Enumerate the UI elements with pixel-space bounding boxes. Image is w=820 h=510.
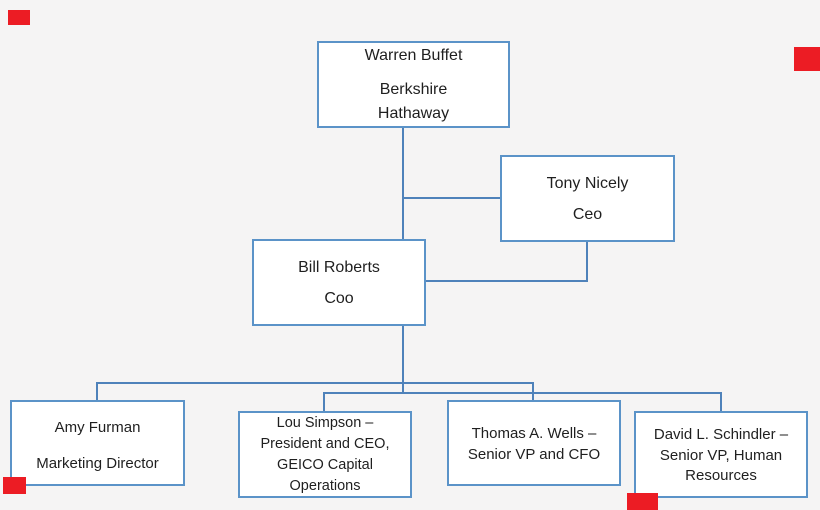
red-watermark-bottom-left [3,477,26,494]
org-node-amy-furman: Amy Furman Marketing Director [10,400,185,486]
org-node-david-schindler: David L. Schindler – Senior VP, Human Re… [634,411,808,498]
org-node-tony-nicely: Tony Nicely Ceo [500,155,675,242]
org-node-warren-buffet: Warren Buffet Berkshire Hathaway [317,41,510,128]
person-title: Marketing Director [36,454,159,472]
connector-david-drop-vertical [720,392,722,412]
person-name: Thomas A. Wells – [471,425,597,442]
red-watermark-bottom-right [627,493,658,510]
person-title-line2: Resources [685,467,757,485]
person-name: Warren Buffet [364,47,463,64]
person-title-line1: President and CEO, [260,435,390,452]
person-org-line1: Berkshire [379,81,448,98]
connector-main-distribution-line [96,382,534,384]
connector-tony-to-bill-horizontal [426,280,588,282]
person-name: Tony Nicely [546,174,629,192]
person-name: Lou Simpson – [276,414,374,431]
connector-secondary-distribution-line [323,392,722,394]
connector-tony-drop-vertical [586,242,588,282]
person-name: David L. Schindler – [653,426,789,444]
red-watermark-top-right [794,47,820,71]
person-org-line2: Hathaway [377,105,450,122]
person-title: Coo [324,289,354,307]
org-node-lou-simpson: Lou Simpson – President and CEO, GEICO C… [238,411,412,498]
person-title-line3: Operations [289,477,361,494]
person-name: Bill Roberts [298,258,380,276]
connector-warren-to-bill-vertical [402,128,404,239]
person-name: Amy Furman [54,418,141,436]
connector-amy-drop-vertical [96,382,98,401]
org-node-bill-roberts: Bill Roberts Coo [252,239,426,326]
connector-thomas-drop-vertical [532,382,534,401]
connector-bill-drop-vertical [402,326,404,394]
connector-lou-drop-vertical [323,392,325,412]
red-watermark-top-left [8,10,30,25]
connector-warren-to-tony-horizontal [403,197,500,199]
person-title: Senior VP and CFO [467,446,601,463]
person-title: Ceo [572,205,603,223]
person-title-line2: GEICO Capital [277,456,373,473]
org-node-thomas-wells: Thomas A. Wells – Senior VP and CFO [447,400,621,486]
person-title-line1: Senior VP, Human [659,446,783,464]
